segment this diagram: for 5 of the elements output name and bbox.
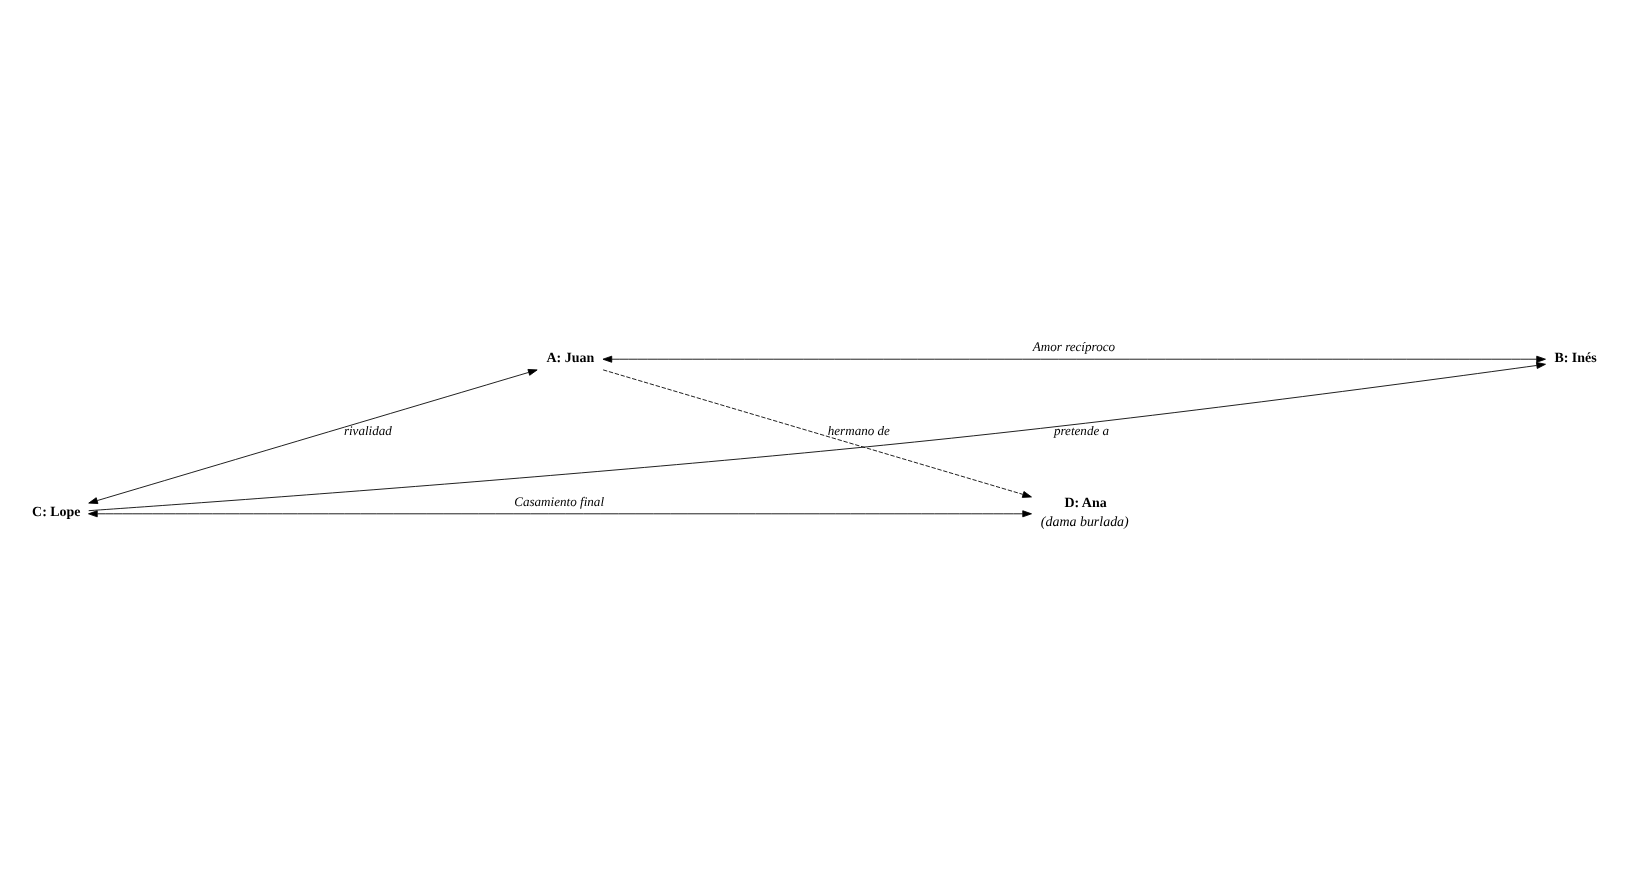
- arrow: [602, 355, 1546, 363]
- arrow: [88, 510, 1032, 518]
- arrow: [88, 369, 538, 504]
- arrow: [88, 362, 1546, 512]
- arrow: [602, 369, 1032, 498]
